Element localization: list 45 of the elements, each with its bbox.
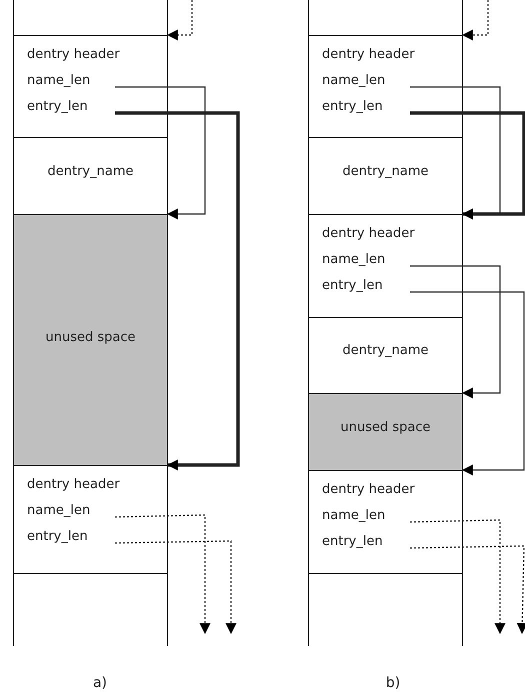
name-label: dentry_name <box>342 162 430 180</box>
region-label: unused space <box>339 418 432 436</box>
dotted-arrow <box>166 0 193 40</box>
header-label: dentry header <box>322 481 415 499</box>
arrow <box>115 86 206 220</box>
field-label: entry_len <box>322 533 383 551</box>
field-label: name_len <box>27 72 90 90</box>
dentry-header-block <box>308 470 463 574</box>
thick-arrow <box>115 111 240 470</box>
dentry-name-block <box>308 137 463 215</box>
empty-memory-block <box>308 0 463 36</box>
panel-label: a) <box>92 675 108 691</box>
header-label: dentry header <box>322 225 415 243</box>
header-label: dentry header <box>27 46 120 64</box>
unused-space-block <box>308 393 463 471</box>
dotted-arrow <box>114 540 236 634</box>
dentry-header-block <box>13 35 168 138</box>
dotted-arrow <box>462 0 489 40</box>
dotted-arrow <box>410 545 525 634</box>
field-label: entry_len <box>322 277 383 295</box>
dotted-arrow <box>114 514 210 634</box>
field-label: name_len <box>322 72 386 90</box>
arrow <box>410 291 525 476</box>
field-label: entry_len <box>27 528 88 546</box>
name-label: dentry_name <box>342 342 430 360</box>
panel-label: b) <box>384 675 402 691</box>
dotted-arrow <box>410 519 506 634</box>
header-label: dentry header <box>322 46 415 64</box>
field-label: entry_len <box>322 98 383 116</box>
field-label: entry_len <box>27 98 88 116</box>
header-label: dentry header <box>27 476 120 494</box>
region-label: unused space <box>44 328 136 346</box>
empty-memory-block <box>13 573 168 646</box>
name-label: dentry_name <box>46 162 134 180</box>
field-label: name_len <box>322 251 386 269</box>
field-label: name_len <box>322 507 386 525</box>
empty-memory-block <box>308 573 463 646</box>
dentry-header-block <box>308 214 463 318</box>
dentry-header-block <box>13 465 168 574</box>
dentry-header-block <box>308 35 463 138</box>
field-label: name_len <box>27 502 90 520</box>
unused-space-block <box>13 214 168 466</box>
arrow <box>410 265 501 398</box>
thick-arrow <box>410 111 525 220</box>
empty-memory-block <box>13 0 168 36</box>
